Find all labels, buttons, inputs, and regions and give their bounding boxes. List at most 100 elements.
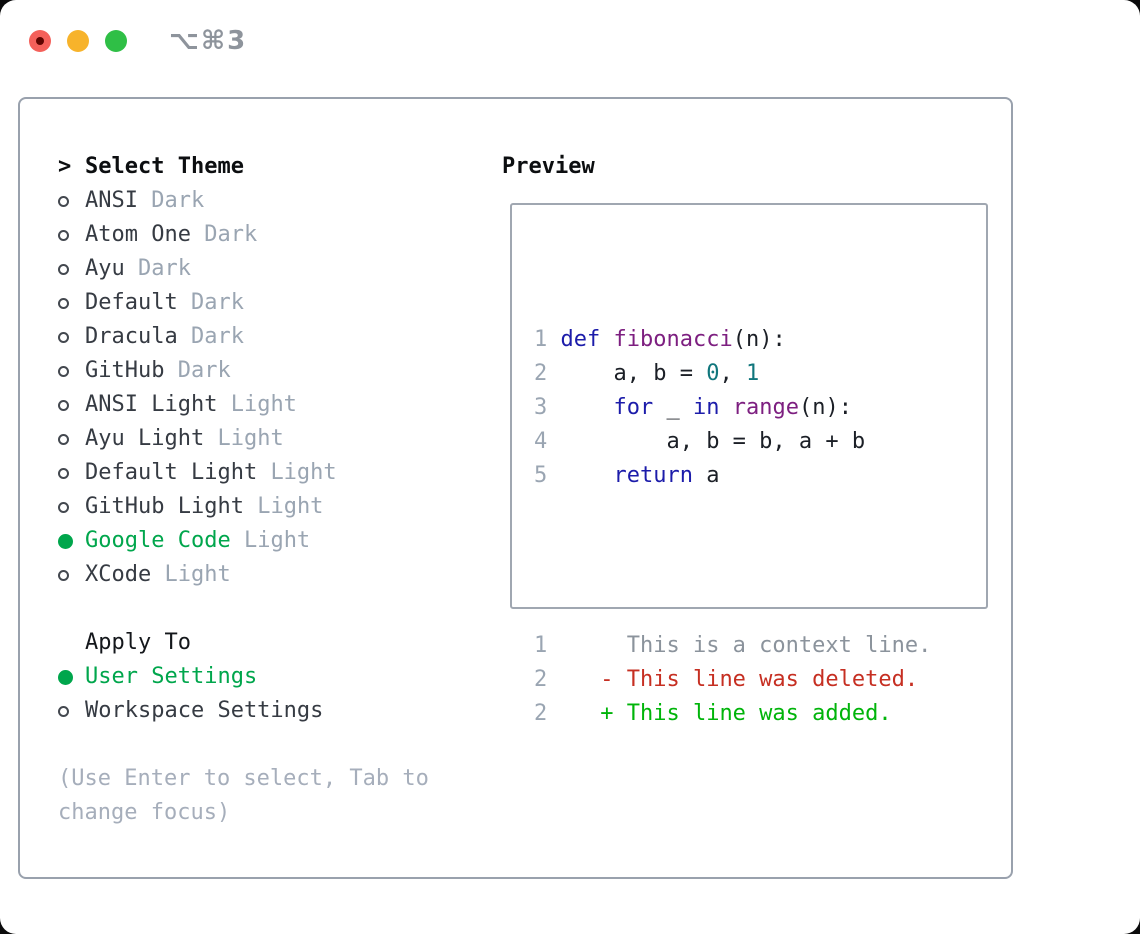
- code-line: 2 a, b = 0, 1: [534, 357, 931, 391]
- minimize-button[interactable]: [67, 30, 89, 52]
- diff-text: - This line was deleted.: [560, 667, 919, 692]
- apply-option-label: User Settings: [85, 664, 258, 689]
- theme-item-xcode[interactable]: XCode Light: [58, 558, 458, 592]
- apply-option-user-settings[interactable]: User Settings: [58, 660, 458, 694]
- diff-line-add: 2 + This line was added.: [534, 697, 931, 731]
- radio-icon: [58, 569, 85, 581]
- theme-selector-title: Select Theme: [85, 154, 244, 179]
- code-token: [600, 327, 613, 352]
- theme-name: ANSI Light: [85, 392, 218, 417]
- code-token: (n):: [732, 327, 786, 352]
- code-line: 5 return a: [534, 459, 931, 493]
- apply-option-label: Workspace Settings: [85, 698, 324, 723]
- line-number: 1: [534, 633, 561, 658]
- theme-variant: Dark: [204, 222, 258, 247]
- theme-item-github[interactable]: GitHub Dark: [58, 354, 458, 388]
- code-token: 0: [706, 361, 720, 386]
- theme-variant: Dark: [177, 358, 231, 383]
- theme-variant: Dark: [190, 324, 244, 349]
- theme-item-ayu[interactable]: Ayu Dark: [58, 252, 458, 286]
- theme-item-ansi-light[interactable]: ANSI Light Light: [58, 388, 458, 422]
- diff-line-ctx: 1 This is a context line.: [534, 629, 931, 663]
- radio-icon: [58, 705, 85, 717]
- diff-text: This is a context line.: [560, 633, 932, 658]
- theme-variant: Light: [243, 528, 311, 553]
- zoom-button[interactable]: [105, 30, 127, 52]
- line-number: 2: [534, 701, 561, 726]
- code-line: 1 def fibonacci(n):: [534, 323, 931, 357]
- line-number: 4: [534, 429, 561, 454]
- theme-item-ansi[interactable]: ANSI Dark: [58, 184, 458, 218]
- diff-line-del: 2 - This line was deleted.: [534, 663, 931, 697]
- code-token: in: [692, 395, 720, 420]
- code-token: for: [613, 395, 654, 420]
- line-number: 1: [534, 327, 561, 352]
- theme-item-default-light[interactable]: Default Light Light: [58, 456, 458, 490]
- theme-item-atom-one[interactable]: Atom One Dark: [58, 218, 458, 252]
- spacer: [58, 728, 458, 762]
- diff-text: + This line was added.: [560, 701, 892, 726]
- code-token: 1: [745, 361, 760, 386]
- line-number: 3: [534, 395, 561, 420]
- code-token: (n):: [798, 395, 852, 420]
- close-dot-icon: [36, 37, 44, 45]
- theme-variant: Light: [230, 392, 297, 417]
- theme-item-ayu-light[interactable]: Ayu Light Light: [58, 422, 458, 456]
- theme-variant: Light: [270, 460, 337, 485]
- radio-icon: [58, 399, 85, 411]
- radio-icon: [58, 297, 85, 309]
- window-title: ⌥⌘3: [169, 26, 248, 56]
- theme-name: Google Code: [85, 528, 231, 553]
- theme-variant: Dark: [190, 290, 244, 315]
- theme-item-default[interactable]: Default Dark: [58, 286, 458, 320]
- code-token: [719, 395, 732, 420]
- line-number: 2: [534, 361, 561, 386]
- theme-item-google-code[interactable]: Google Code Light: [58, 524, 458, 558]
- titlebar: ⌥⌘3: [29, 26, 247, 56]
- apply-option-workspace-settings[interactable]: Workspace Settings: [58, 694, 458, 728]
- code-token: ,: [719, 361, 746, 386]
- theme-name: ANSI: [85, 188, 138, 213]
- cursor-icon: >: [58, 154, 72, 179]
- hint-text: (Use Enter to select, Tab to change focu…: [58, 766, 429, 825]
- theme-selector-header: > Select Theme: [58, 150, 458, 184]
- radio-icon: [58, 195, 85, 207]
- spacer: [58, 592, 458, 626]
- radio-icon: [58, 331, 85, 343]
- theme-name: Dracula: [85, 324, 178, 349]
- code-token: [561, 463, 614, 488]
- theme-variant: Light: [164, 562, 231, 587]
- apply-to-header-row: Apply To: [58, 626, 458, 660]
- theme-name: Default: [85, 290, 178, 315]
- apply-to-title: Apply To: [85, 630, 191, 655]
- theme-name: GitHub Light: [85, 494, 244, 519]
- code-token: a, b =: [560, 361, 707, 386]
- theme-variant: Light: [257, 494, 324, 519]
- radio-icon: [58, 263, 85, 275]
- radio-icon: [58, 433, 85, 445]
- radio-icon: [58, 501, 85, 513]
- preview-title: Preview: [502, 154, 595, 179]
- radio-icon: [58, 229, 85, 241]
- diff-block: 1 This is a context line.2 - This line w…: [534, 629, 931, 731]
- code-token: def: [560, 327, 601, 352]
- radio-icon: [58, 467, 85, 479]
- code-token: range: [732, 395, 799, 420]
- line-number: 5: [534, 463, 561, 488]
- theme-name: XCode: [85, 562, 152, 587]
- theme-item-dracula[interactable]: Dracula Dark: [58, 320, 458, 354]
- theme-variant: Dark: [138, 256, 191, 281]
- close-button[interactable]: [29, 30, 51, 52]
- theme-name: Ayu: [85, 256, 125, 281]
- theme-variant: Light: [217, 426, 284, 451]
- radio-selected-icon: [58, 669, 85, 685]
- code-line: 3 for _ in range(n):: [534, 391, 931, 425]
- radio-icon: [58, 365, 85, 377]
- theme-item-github-light[interactable]: GitHub Light Light: [58, 490, 458, 524]
- radio-selected-icon: [58, 533, 85, 549]
